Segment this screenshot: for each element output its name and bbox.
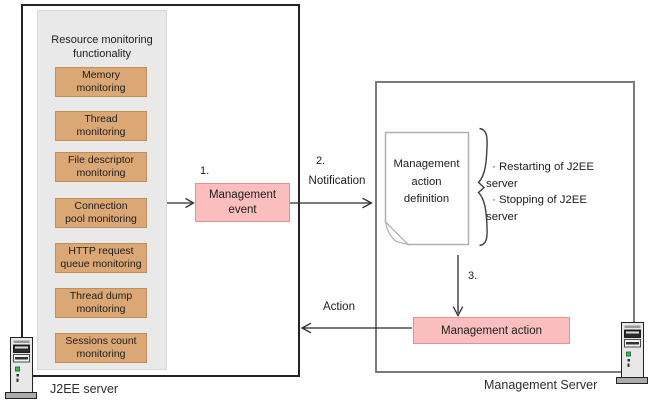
resource-monitoring-title: Resource monitoring functionality bbox=[51, 34, 153, 60]
management-server-box bbox=[375, 81, 635, 373]
j2ee-server-label: J2EE server bbox=[50, 382, 119, 396]
list-item-restart: · Restarting of J2EE server bbox=[486, 161, 594, 190]
management-server-label: Management Server bbox=[484, 378, 598, 392]
list-item-stop: · Stopping of J2EE server bbox=[486, 194, 587, 223]
monitor-http-queue: HTTP request queue monitoring bbox=[55, 243, 147, 273]
monitor-file-descriptor: File descriptor monitoring bbox=[55, 152, 147, 182]
step-1-label: 1. bbox=[200, 165, 210, 177]
j2ee-server-box bbox=[21, 4, 300, 377]
monitor-thread-dump: Thread dump monitoring bbox=[55, 288, 147, 318]
step-2-label: 2. bbox=[316, 155, 326, 167]
monitor-sessions-count: Sessions count monitoring bbox=[55, 333, 147, 363]
monitor-connection-pool: Connection pool monitoring bbox=[55, 198, 147, 228]
monitor-memory: Memory monitoring bbox=[55, 67, 147, 97]
action-definition-list: · Restarting of J2EE server · Stopping o… bbox=[486, 159, 614, 225]
management-event-box: Management event bbox=[195, 183, 290, 222]
action-label: Action bbox=[323, 301, 355, 313]
notification-label: Notification bbox=[308, 175, 366, 187]
management-action-box: Management action bbox=[413, 317, 570, 344]
management-action-definition-label: Management action definition bbox=[393, 158, 460, 205]
arrow-notification bbox=[290, 197, 373, 209]
monitor-thread: Thread monitoring bbox=[55, 111, 147, 141]
step-3-label: 3. bbox=[468, 270, 478, 282]
